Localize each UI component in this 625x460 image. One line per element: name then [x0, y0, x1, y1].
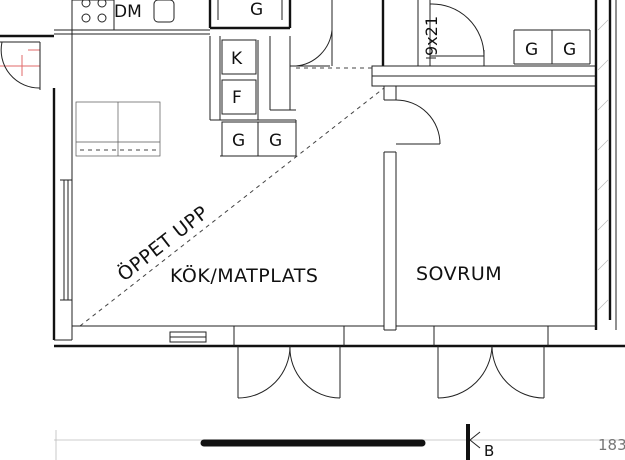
- corner-dimension-number: 183: [598, 436, 625, 454]
- dining-table: [75, 101, 161, 157]
- dishwasher-label: DM: [114, 2, 142, 22]
- kitchen-dining-label: KÖK/MATPLATS: [170, 264, 318, 287]
- storage-cabinets-top-right: [513, 29, 591, 65]
- section-marker-letter: B: [484, 442, 494, 460]
- kitchen-counter-top: [54, 0, 210, 35]
- bottom-exterior-wall: [54, 325, 625, 348]
- appliance-g-left-label: G: [232, 131, 245, 151]
- balcony-door-kitchen: [237, 345, 341, 399]
- left-exterior-wall: [52, 30, 73, 340]
- bedroom-partition-wall: [383, 151, 397, 331]
- appliance-k-label: K: [231, 49, 243, 69]
- balcony-door-bedroom: [437, 345, 545, 399]
- right-exterior-wall: [594, 0, 617, 330]
- section-marker: [466, 424, 481, 460]
- appliance-g-top-right-1-label: G: [525, 40, 538, 60]
- appliance-f-label: F: [232, 88, 242, 108]
- open-ceiling-outline: [79, 67, 385, 327]
- bedroom-label: SOVRUM: [416, 263, 502, 285]
- appliance-g-right-label: G: [269, 131, 282, 151]
- appliance-g-top-label: G: [250, 0, 263, 20]
- door-size-label: 9x21: [422, 16, 441, 56]
- bathroom-door: [381, 0, 485, 66]
- construction-marks: [0, 49, 40, 76]
- appliance-column: [208, 0, 333, 157]
- bedroom-top-wall: [371, 65, 597, 145]
- entrance-door: [0, 34, 54, 90]
- appliance-g-top-right-2-label: G: [563, 40, 576, 60]
- appliance-boxes: [221, 39, 297, 157]
